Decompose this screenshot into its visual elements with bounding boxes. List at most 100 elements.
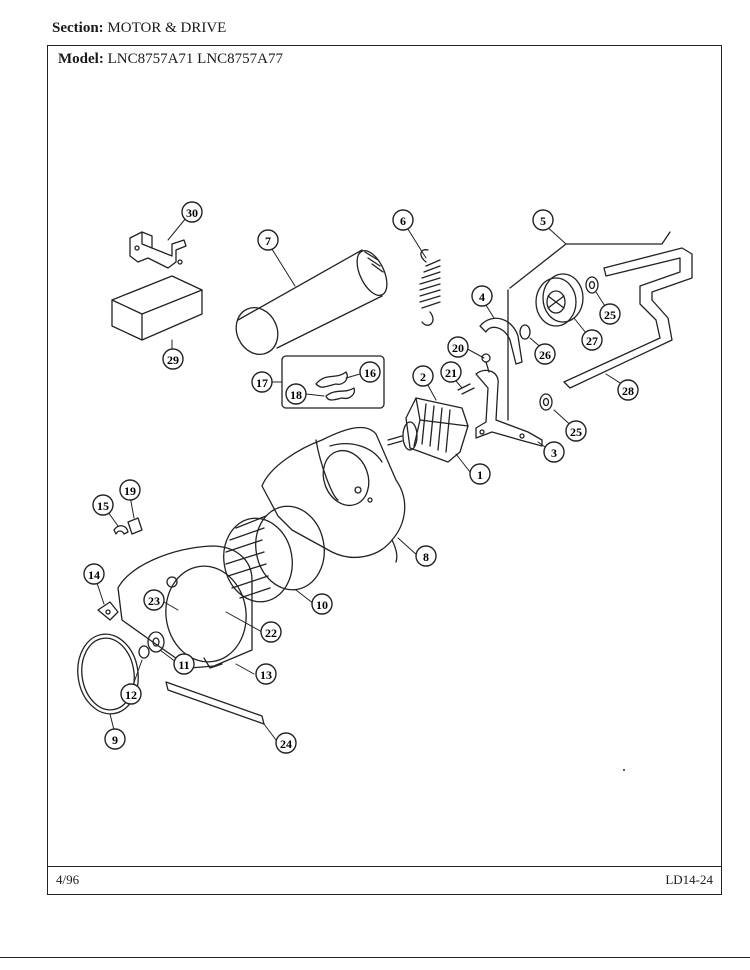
svg-text:5: 5 <box>540 214 546 228</box>
part-washer-25b <box>539 393 553 411</box>
svg-text:10: 10 <box>316 598 328 612</box>
callout-29: 29 <box>162 348 184 370</box>
part-blower-wheel-10 <box>223 505 325 603</box>
svg-text:7: 7 <box>265 234 271 248</box>
callout-5: 5 <box>532 209 554 231</box>
model-label: Model: <box>58 51 104 67</box>
footer-date: 4/96 <box>56 872 80 887</box>
svg-text:16: 16 <box>364 366 376 380</box>
svg-text:12: 12 <box>125 688 137 702</box>
callout-17: 17 <box>251 371 273 393</box>
svg-text:26: 26 <box>539 348 551 362</box>
part-pulley-27 <box>535 273 584 327</box>
part-bracket-30 <box>129 231 187 269</box>
callout-7: 7 <box>257 229 279 251</box>
footer-page-code: LD14-24 <box>665 872 713 887</box>
svg-text:14: 14 <box>88 568 100 582</box>
callout-4: 4 <box>471 285 493 307</box>
callouts: 30 29 7 6 5 4 25 27 26 28 25 20 21 2 17 … <box>83 201 639 754</box>
callout-1: 1 <box>469 463 491 485</box>
model-value: LNC8757A71 LNC8757A77 <box>107 51 283 67</box>
svg-text:29: 29 <box>167 353 179 367</box>
svg-text:21: 21 <box>445 366 457 380</box>
part-clip-14 <box>97 601 119 621</box>
part-mount-bracket-3 <box>475 369 543 447</box>
svg-text:19: 19 <box>124 484 136 498</box>
svg-text:23: 23 <box>148 594 160 608</box>
callout-30: 30 <box>181 201 203 223</box>
diagram-frame: Model: LNC8757A71 LNC8757A77 4/96 LD14-2… <box>47 45 722 895</box>
callout-16: 16 <box>359 361 381 383</box>
svg-text:9: 9 <box>112 733 118 747</box>
part-washer-12 <box>138 645 150 659</box>
part-housing-8 <box>261 426 406 563</box>
section-value: MOTOR & DRIVE <box>107 20 227 36</box>
svg-text:2: 2 <box>420 370 426 384</box>
stray-dot <box>623 769 625 771</box>
svg-text:30: 30 <box>186 206 198 220</box>
callout-14: 14 <box>83 563 105 585</box>
svg-text:24: 24 <box>280 737 292 751</box>
callout-15: 15 <box>92 494 114 516</box>
page-bottom-rule <box>0 957 750 958</box>
svg-text:27: 27 <box>586 334 598 348</box>
callout-10: 10 <box>311 593 333 615</box>
svg-text:11: 11 <box>178 658 189 672</box>
callout-18: 18 <box>285 383 307 405</box>
part-spring-6 <box>419 249 441 326</box>
section-label: Section: <box>52 20 104 36</box>
svg-text:28: 28 <box>622 384 634 398</box>
callout-25b: 25 <box>565 420 587 442</box>
callout-23: 23 <box>143 589 165 611</box>
part-rod-28 <box>563 247 693 389</box>
callout-21: 21 <box>440 361 462 383</box>
part-seal-ring-9 <box>77 633 139 715</box>
callout-20: 20 <box>447 336 469 358</box>
svg-text:18: 18 <box>290 388 302 402</box>
part-screw-20 <box>481 353 491 373</box>
callout-6: 6 <box>392 209 414 231</box>
callout-28: 28 <box>617 379 639 401</box>
callout-12: 12 <box>120 683 142 705</box>
callout-8: 8 <box>415 545 437 567</box>
svg-text:20: 20 <box>452 341 464 355</box>
svg-text:4: 4 <box>479 290 485 304</box>
svg-text:1: 1 <box>477 468 483 482</box>
part-bearing-19 <box>127 517 143 535</box>
part-tube-7 <box>235 249 388 355</box>
part-screw-21 <box>457 383 475 395</box>
svg-text:8: 8 <box>423 550 429 564</box>
svg-text:15: 15 <box>97 499 109 513</box>
callout-11: 11 <box>173 653 195 675</box>
part-belt-24 <box>165 681 265 725</box>
callout-2: 2 <box>412 365 434 387</box>
part-washer-26 <box>519 324 531 340</box>
callout-27: 27 <box>581 329 603 351</box>
part-clip-4 <box>479 317 523 365</box>
section-heading: Section: MOTOR & DRIVE <box>52 20 226 37</box>
svg-text:22: 22 <box>265 626 277 640</box>
part-washer-25a <box>585 276 599 294</box>
callout-22: 22 <box>260 621 282 643</box>
part-back-plate-13 <box>117 545 253 669</box>
svg-text:6: 6 <box>400 214 406 228</box>
part-block-29 <box>111 275 203 341</box>
callout-26: 26 <box>534 343 556 365</box>
callout-25a: 25 <box>599 303 621 325</box>
callout-9: 9 <box>104 728 126 750</box>
callout-3: 3 <box>543 441 565 463</box>
svg-text:17: 17 <box>256 376 268 390</box>
part-hub-11 <box>147 631 165 653</box>
model-heading: Model: LNC8757A71 LNC8757A77 <box>58 51 283 68</box>
svg-text:13: 13 <box>260 668 272 682</box>
callout-24: 24 <box>275 732 297 754</box>
svg-text:3: 3 <box>551 446 557 460</box>
part-outline-5 <box>507 231 671 421</box>
svg-text:25: 25 <box>604 308 616 322</box>
callout-13: 13 <box>255 663 277 685</box>
callout-19: 19 <box>119 479 141 501</box>
footer-divider <box>48 866 721 867</box>
svg-text:25: 25 <box>570 425 582 439</box>
part-shim-15 <box>113 525 129 535</box>
